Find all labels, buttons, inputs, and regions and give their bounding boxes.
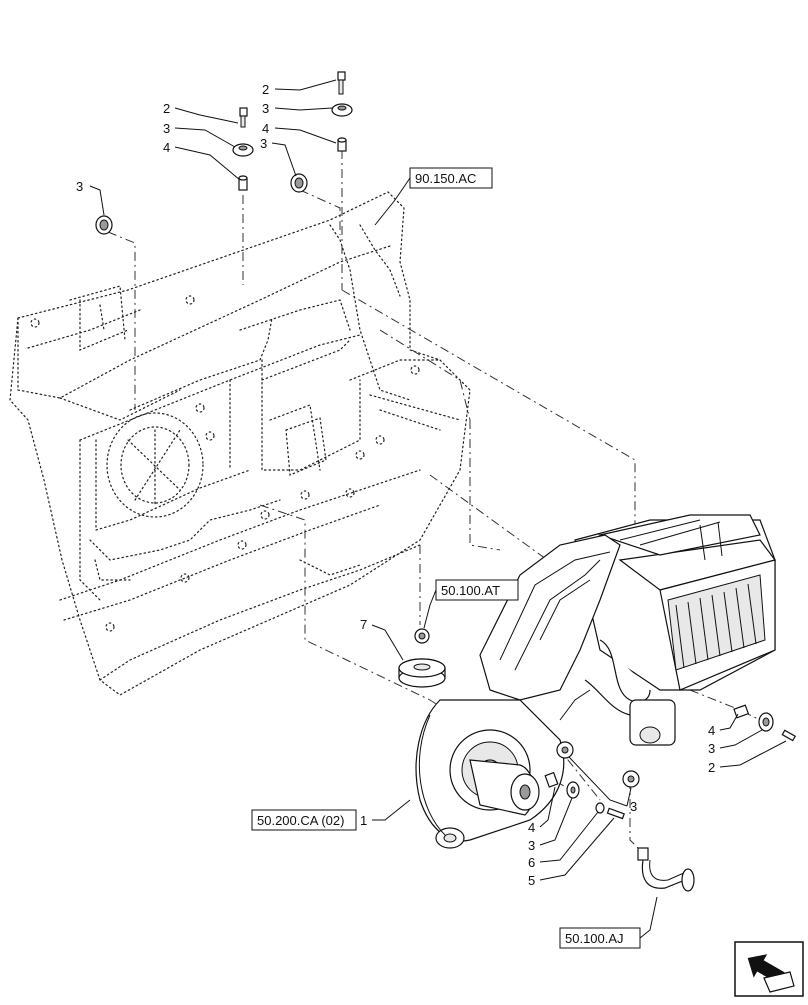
hvac-unit-drawing	[415, 514, 777, 849]
callout-4: 4	[262, 121, 269, 136]
callout-1: 1	[360, 813, 367, 828]
reference-box-50-100-aj[interactable]: 50.100.AJ	[559, 927, 641, 949]
reference-box-50-100-at[interactable]: 50.100.AT	[435, 579, 519, 601]
callout-2: 2	[262, 82, 269, 97]
leader-lines	[89, 79, 787, 939]
callout-3: 3	[260, 136, 267, 151]
callout-2: 2	[163, 101, 170, 116]
callout-numbers: 2 3 4 3 2 3 4 3 3 7 1 4 3 6 5 3 4 3 2	[76, 82, 715, 888]
callout-5: 5	[528, 873, 535, 888]
callout-4: 4	[163, 140, 170, 155]
callout-3: 3	[708, 741, 715, 756]
reference-text: 50.200.CA (02)	[257, 813, 344, 828]
callout-2: 2	[708, 760, 715, 775]
callout-3: 3	[163, 121, 170, 136]
next-page-arrow-icon[interactable]	[734, 941, 804, 997]
reference-text: 90.150.AC	[415, 171, 476, 186]
callout-3: 3	[262, 101, 269, 116]
reference-text: 50.100.AJ	[565, 931, 624, 946]
callout-4: 4	[528, 820, 535, 835]
callout-4: 4	[708, 723, 715, 738]
top-hardware	[95, 71, 353, 235]
callout-3: 3	[630, 799, 637, 814]
callout-7: 7	[360, 617, 367, 632]
reference-labels: 90.150.AC 50.100.AT 50.200.CA (02) 50.10…	[251, 167, 641, 949]
callout-3: 3	[76, 179, 83, 194]
reference-box-90-150-ac[interactable]: 90.150.AC	[409, 167, 493, 189]
lower-hardware	[398, 628, 797, 892]
cab-frame-drawing	[9, 191, 471, 696]
callout-6: 6	[528, 855, 535, 870]
reference-box-50-200-ca[interactable]: 50.200.CA (02)	[251, 809, 357, 831]
reference-text: 50.100.AT	[441, 583, 500, 598]
callout-3: 3	[528, 838, 535, 853]
